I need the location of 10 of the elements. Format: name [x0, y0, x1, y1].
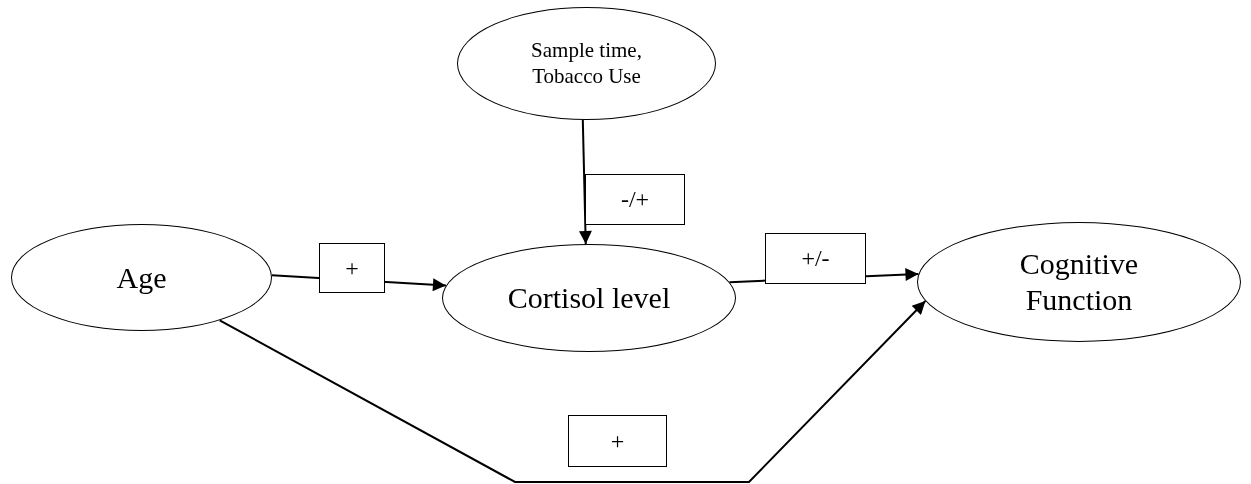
arrow	[218, 300, 927, 483]
node-label: Cognitive Function	[1018, 246, 1140, 318]
edge-label: +/-	[765, 233, 866, 284]
arrow	[578, 119, 592, 245]
node-label: Sample time, Tobacco Use	[530, 38, 643, 89]
edge-label: -/+	[585, 174, 685, 225]
node-label: Cortisol level	[507, 280, 671, 316]
edge-label: +	[568, 415, 667, 467]
node-label: Age	[116, 259, 167, 296]
edge-label: +	[319, 243, 385, 293]
